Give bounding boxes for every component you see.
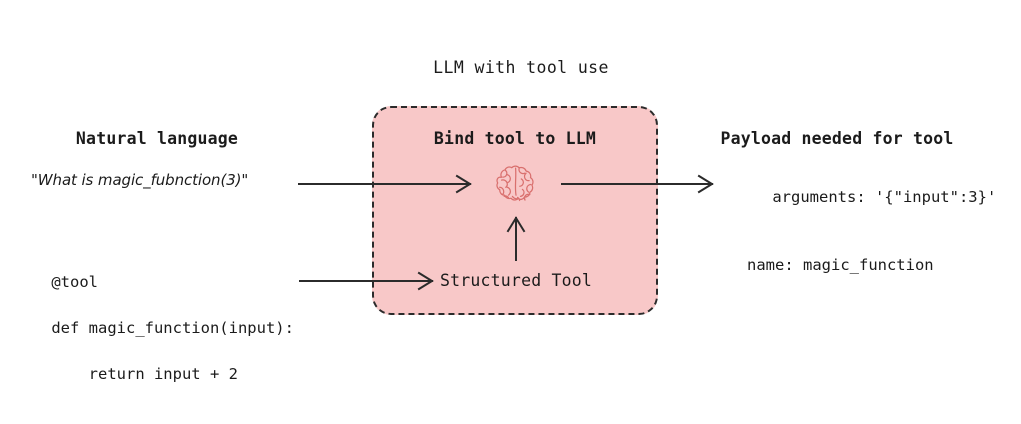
natural-language-heading: Natural language [75,129,239,148]
payload-name-line: name: magic_function [747,255,934,274]
payload-arguments-line: arguments: '{"input":3}' [772,188,997,207]
code-line-decorator: @tool [51,272,98,291]
code-line-return: return input + 2 [51,364,238,383]
bind-tool-to-llm-heading: Bind tool to LLM [433,129,597,148]
payload-block: arguments: '{"input":3}' name: magic_fun… [735,164,996,321]
brain-icon [491,163,541,207]
tool-code-block: @tool def magic_function(input): return … [14,248,294,409]
code-line-def: def magic_function(input): [51,318,294,337]
structured-tool-label: Structured Tool [439,271,593,290]
natural-language-query-text: "What is magic_fubnction(3)" [31,171,249,189]
diagram-title: LLM with tool use [433,58,609,77]
payload-needed-heading: Payload needed for tool [720,129,954,148]
